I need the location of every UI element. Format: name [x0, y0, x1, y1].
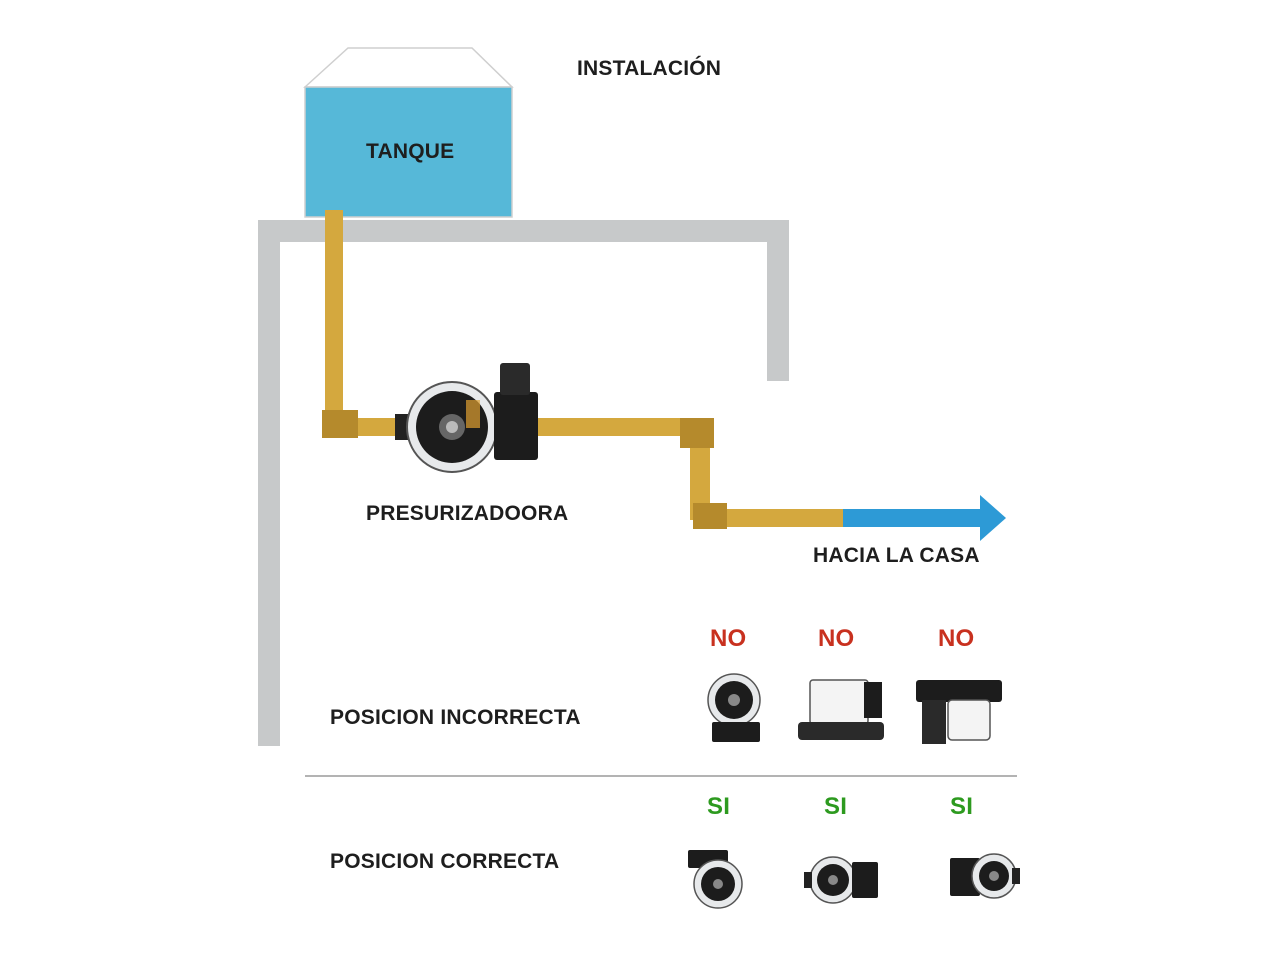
incorrect-mark-1: NO: [710, 625, 747, 652]
elbow-fitting: [322, 410, 358, 438]
riser-pipe: [690, 430, 710, 520]
pump-horizontal-icon: [804, 856, 878, 904]
page-title: INSTALACIÓN: [577, 57, 722, 80]
incorrect-mark-2: NO: [818, 625, 855, 652]
water-flow-arrow: [843, 495, 1006, 541]
incorrect-mark-3: NO: [938, 625, 975, 652]
pump-horizontal-icon: [688, 850, 743, 909]
correct-mark-1: SI: [707, 793, 731, 820]
pump-horizontal-icon: [950, 853, 1020, 899]
pump-vertical-icon: [707, 673, 761, 742]
correct-mark-2: SI: [824, 793, 848, 820]
pump-side-down-icon: [916, 680, 1002, 744]
correct-mark-3: SI: [950, 793, 974, 820]
vertical-supply-pipe: [325, 210, 343, 425]
pump-upright-icon: [798, 679, 884, 740]
tank-label: TANQUE: [366, 140, 455, 163]
incorrect-position-label: POSICION INCORRECTA: [330, 706, 581, 729]
tank: [304, 86, 513, 218]
outlet-pipe: [535, 418, 705, 436]
house-pipe: [700, 509, 845, 527]
elbow-fitting: [680, 418, 714, 448]
pipe-system: [322, 210, 845, 529]
correct-position-label: POSICION CORRECTA: [330, 850, 560, 873]
elbow-fitting: [693, 503, 727, 529]
outlet-label: HACIA LA CASA: [813, 544, 980, 567]
tank-roof: [303, 47, 514, 88]
pump-label: PRESURIZADOORA: [366, 502, 569, 525]
pump-icon: [395, 363, 538, 473]
